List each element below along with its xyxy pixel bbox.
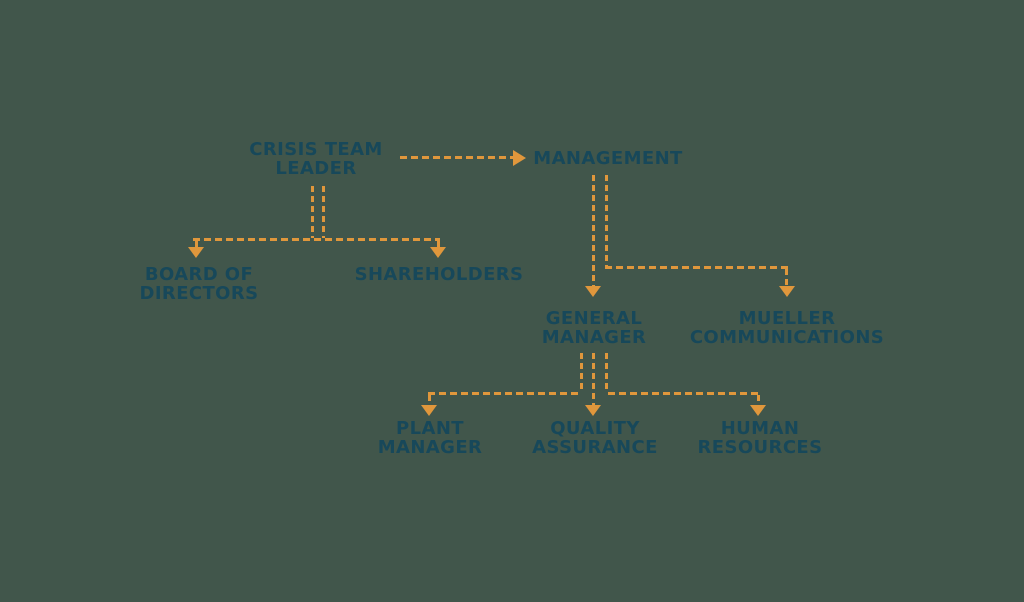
node-quality-assurance: QUALITY ASSURANCE <box>532 418 658 458</box>
node-plant-manager: PLANT MANAGER <box>377 418 483 458</box>
edge-crisis-drop-line-right <box>322 186 325 238</box>
edge-to-quality-line <box>592 353 595 405</box>
edge-to-general-manager-arrowhead <box>585 286 601 297</box>
edge-to-mueller-horizontal-line <box>605 266 788 269</box>
edge-to-human-arrowhead <box>750 405 766 416</box>
edge-to-mueller-stub <box>785 269 788 286</box>
edge-to-quality-arrowhead <box>585 405 601 416</box>
node-board-of-directors: BOARD OF DIRECTORS <box>139 264 259 304</box>
edge-to-shareholders-arrowhead <box>430 247 446 258</box>
edge-gm-drop-line-right <box>605 353 608 392</box>
node-mueller-communications: MUELLER COMMUNICATIONS <box>689 308 885 348</box>
edge-to-board-stub <box>195 241 198 247</box>
edge-crisis-to-management-arrowhead <box>513 150 526 166</box>
node-general-manager: GENERAL MANAGER <box>541 308 647 348</box>
edge-to-human-stub <box>757 395 760 405</box>
edge-management-drop-line-right <box>605 175 608 266</box>
edge-gm-branch-line-right <box>608 392 759 395</box>
node-human-resources: HUMAN RESOURCES <box>697 418 823 458</box>
edge-crisis-branch-line <box>193 238 440 241</box>
edge-to-shareholders-stub <box>437 241 440 247</box>
edge-gm-branch-line-left <box>428 392 582 395</box>
edge-to-plant-stub <box>428 395 431 405</box>
edge-to-plant-arrowhead <box>421 405 437 416</box>
edge-gm-drop-line-left <box>580 353 583 392</box>
node-shareholders: SHAREHOLDERS <box>354 264 524 285</box>
edge-crisis-drop-line-left <box>311 186 314 238</box>
node-management: MANAGEMENT <box>533 148 683 169</box>
edge-to-mueller-arrowhead <box>779 286 795 297</box>
edge-crisis-to-management-line <box>400 156 513 159</box>
edge-to-general-manager-line <box>592 175 595 287</box>
edge-to-board-arrowhead <box>188 247 204 258</box>
node-crisis-team-leader: CRISIS TEAM LEADER <box>249 139 383 179</box>
